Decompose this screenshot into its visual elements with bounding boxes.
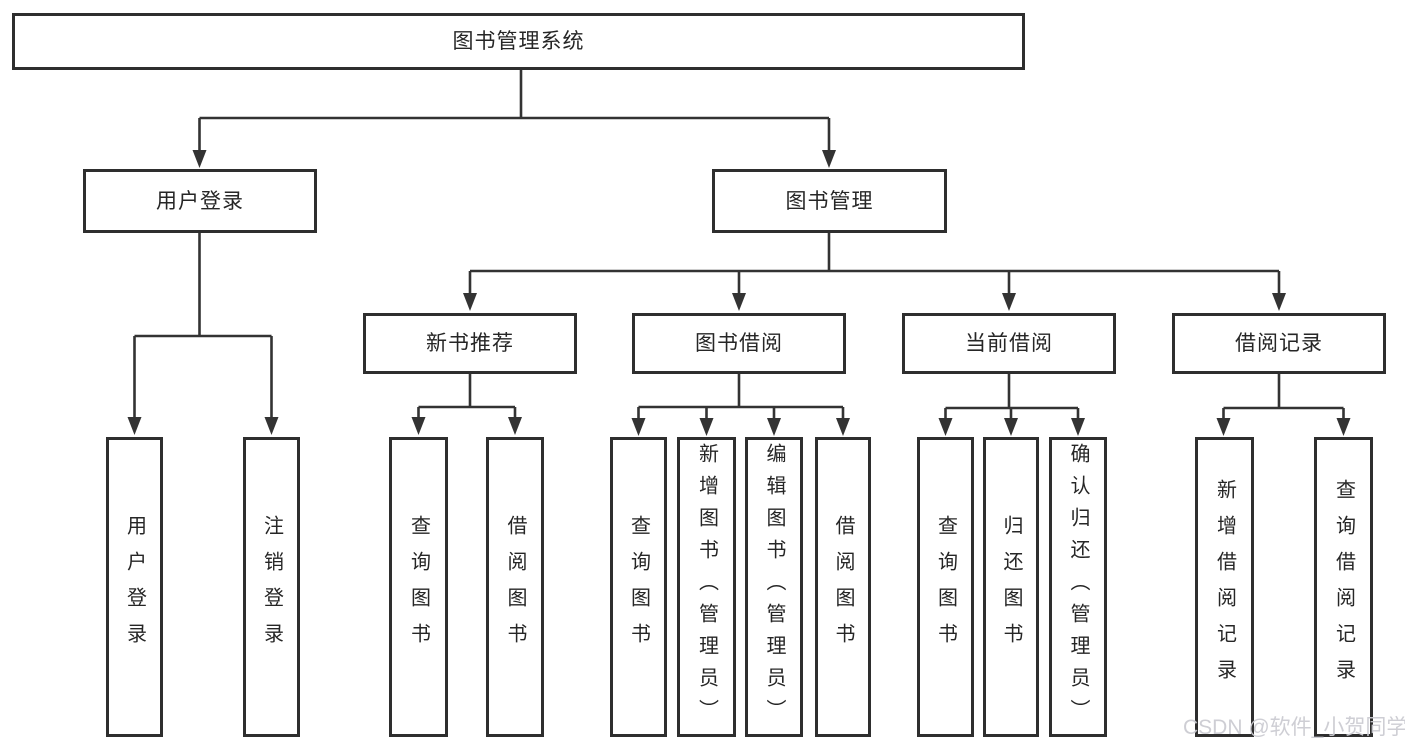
node-label: 图书借阅 — [695, 332, 783, 355]
leaf-borrow-books-recommendation: 借阅图书 — [486, 437, 544, 737]
leaf-return-books: 归还图书 — [983, 437, 1039, 737]
node-label: 借阅图书 — [504, 515, 526, 659]
node-book-borrowing: 图书借阅 — [632, 313, 846, 374]
csdn-watermark: CSDN @软件_小贺同学 — [1183, 716, 1405, 739]
leaf-add-books-admin: 新增图书（管理员） — [677, 437, 736, 737]
node-label: 查询图书 — [627, 515, 650, 659]
node-label: 借阅图书 — [832, 515, 854, 659]
node-label: 注销登录 — [260, 515, 283, 659]
node-borrowing-records: 借阅记录 — [1172, 313, 1386, 374]
node-label: 新增借阅记录 — [1213, 479, 1236, 695]
node-library-management-system: 图书管理系统 — [12, 13, 1025, 70]
node-current-borrowing: 当前借阅 — [902, 313, 1116, 374]
node-user-login: 用户登录 — [83, 169, 317, 233]
node-label: 图书管理 — [785, 189, 874, 213]
leaf-borrow-books: 借阅图书 — [815, 437, 871, 737]
node-label: 编辑图书（管理员） — [763, 443, 785, 731]
leaf-search-books-recommendation: 查询图书 — [389, 437, 448, 737]
node-label: 查询图书 — [407, 515, 430, 659]
node-label: 用户登录 — [156, 189, 244, 213]
leaf-logout: 注销登录 — [243, 437, 300, 737]
leaf-search-books-current: 查询图书 — [917, 437, 974, 737]
node-label: 用户登录 — [123, 515, 146, 659]
node-label: 查询图书 — [934, 515, 957, 659]
node-book-management: 图书管理 — [712, 169, 947, 233]
node-label: 确认归还（管理员） — [1067, 443, 1089, 731]
leaf-add-borrow-record: 新增借阅记录 — [1195, 437, 1254, 737]
node-label: 归还图书 — [1000, 515, 1022, 659]
node-new-book-recommendation: 新书推荐 — [363, 313, 577, 374]
leaf-confirm-return-admin: 确认归还（管理员） — [1049, 437, 1107, 737]
node-label: 当前借阅 — [965, 332, 1053, 355]
node-label: 查询借阅记录 — [1332, 479, 1355, 695]
node-label: 新书推荐 — [426, 332, 514, 355]
leaf-search-borrow-record: 查询借阅记录 — [1314, 437, 1373, 737]
node-label: 图书管理系统 — [452, 30, 585, 53]
node-label: 新增图书（管理员） — [695, 443, 718, 731]
leaf-edit-books-admin: 编辑图书（管理员） — [745, 437, 803, 737]
node-label: 借阅记录 — [1235, 332, 1323, 355]
leaf-search-books-borrowing: 查询图书 — [610, 437, 667, 737]
leaf-user-login: 用户登录 — [106, 437, 163, 737]
